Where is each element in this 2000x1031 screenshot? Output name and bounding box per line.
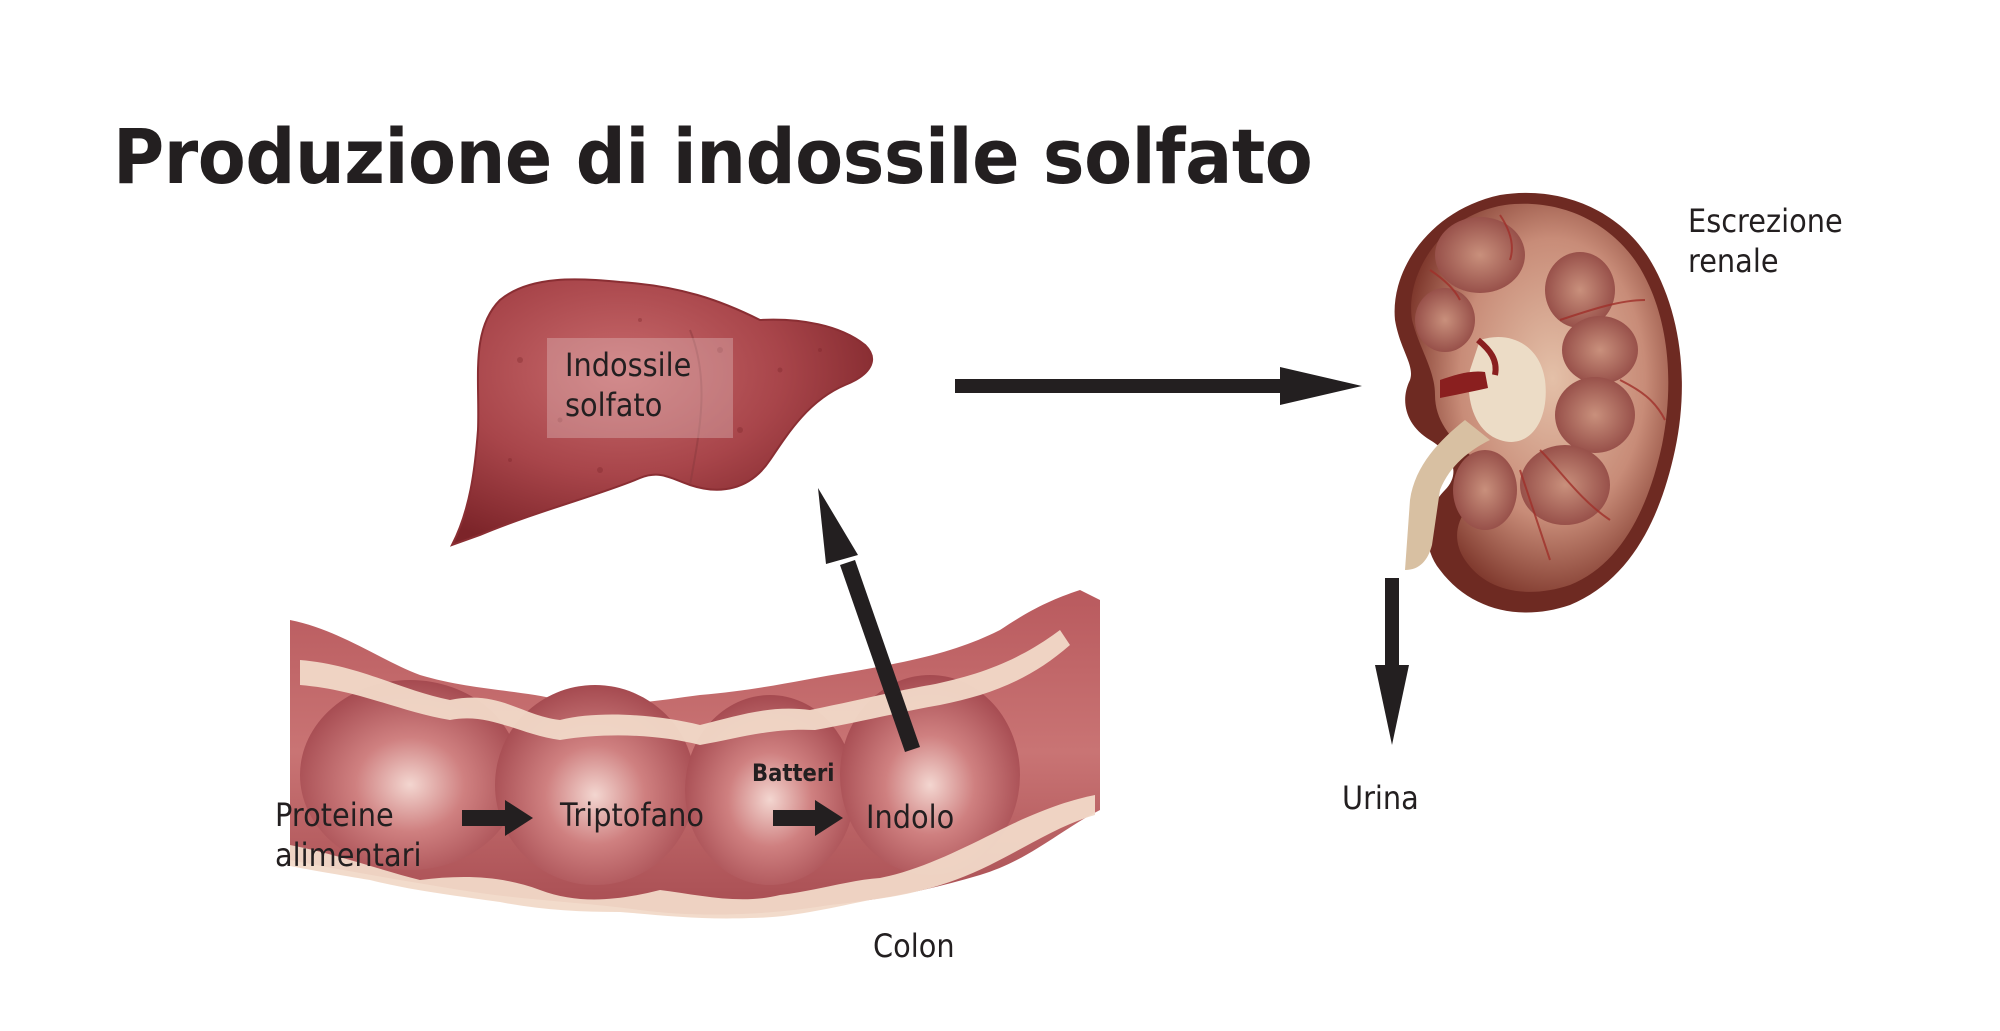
arrow-proteine-to-triptofano: [462, 800, 533, 836]
kidney-label-line1: Escrezione: [1688, 202, 1843, 240]
arrow-liver-to-kidney: [955, 367, 1362, 405]
liver-label-line2: solfato: [565, 386, 663, 424]
arrow-colon-to-liver: [818, 488, 920, 752]
colon-illustration: [290, 590, 1100, 919]
kidney-label: Escrezione renale: [1688, 201, 1843, 281]
liver-label-line1: Indossile: [565, 346, 692, 384]
urine-label: Urina: [1342, 779, 1419, 817]
dietary-protein-label: Proteine alimentari: [275, 795, 421, 875]
tryptophan-label: Triptofano: [560, 796, 705, 834]
liver-label: Indossile solfato: [565, 345, 691, 425]
diagram-title: Produzione di indossile solfato: [113, 112, 1313, 201]
indole-label: Indolo: [866, 798, 955, 836]
kidney-label-line2: renale: [1688, 242, 1779, 280]
dietary-protein-line2: alimentari: [275, 836, 422, 874]
kidney-illustration: [1394, 192, 1682, 613]
colon-label: Colon: [873, 927, 955, 965]
arrow-kidney-to-urine: [1375, 578, 1409, 745]
arrows: [462, 367, 1409, 836]
arrow-triptofano-to-indolo: [773, 800, 843, 836]
dietary-protein-line1: Proteine: [275, 796, 394, 834]
liver-illustration: [449, 278, 874, 547]
liver-label-box: [547, 338, 733, 438]
bacteria-label: Batteri: [752, 759, 835, 787]
